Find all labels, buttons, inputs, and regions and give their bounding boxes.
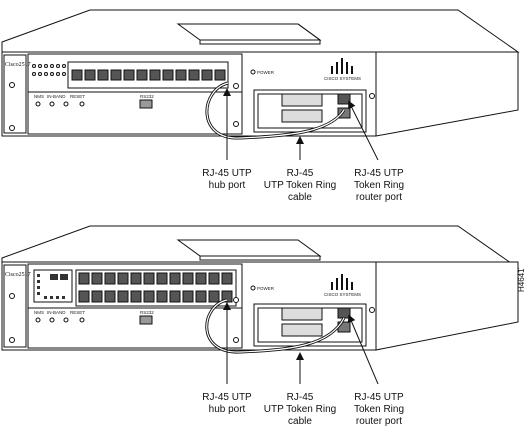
- callout-line: router port: [355, 192, 403, 203]
- cable-callout: RJ-45 UTP Token Ring cable: [258, 168, 342, 204]
- hub-port-callout: RJ-45 UTP hub port: [196, 392, 258, 416]
- rs232-label: RS232: [140, 94, 154, 99]
- callout-line: hub port: [208, 404, 246, 415]
- in-band-label: IN-BAND: [47, 94, 66, 99]
- led-grid: [37, 274, 68, 299]
- hub-ports: [71, 69, 226, 81]
- figure-id: H4641: [517, 268, 526, 292]
- callout-line: RJ-45 UTP: [354, 392, 404, 403]
- unit-top-labels: Cisco2517 NMS IN-BAND RESET RS232 POWER …: [5, 62, 361, 99]
- power-label: POWER: [257, 70, 275, 75]
- hub-router-unit-top: [1, 9, 520, 140]
- callout-line: Token Ring: [353, 404, 405, 415]
- hub-router-unit-bottom: [1, 225, 520, 354]
- router-port-callout: RJ-45 UTP Token Ring router port: [346, 168, 412, 204]
- chassis-side-face: [375, 51, 519, 137]
- hub-ports: [78, 272, 233, 303]
- unit-bottom-labels: Cisco2517 NMS IN-BAND RESET RS232 POWER …: [5, 272, 361, 315]
- manual-sheet: [176, 23, 322, 41]
- reset-label: RESET: [70, 310, 85, 315]
- callout-arrows-bottom: [223, 302, 379, 385]
- router-token-ring-port: [337, 307, 351, 319]
- router-token-ring-port: [337, 93, 351, 105]
- callout-line: RJ-45: [286, 392, 314, 403]
- router-port-callout: RJ-45 UTP Token Ring router port: [346, 392, 412, 428]
- chassis-side-face: [375, 261, 519, 351]
- callout-arrows-top: [223, 88, 379, 161]
- reset-label: RESET: [70, 94, 85, 99]
- nms-label: NMS: [34, 94, 44, 99]
- logo-text: CISCO SYSTEMS: [324, 292, 361, 297]
- callout-line: Token Ring: [353, 180, 405, 191]
- callout-line: UTP Token Ring: [263, 180, 337, 191]
- callout-line: RJ-45: [286, 168, 314, 179]
- callout-line: UTP Token Ring: [263, 404, 337, 415]
- callout-line: RJ-45 UTP: [354, 168, 404, 179]
- nms-label: NMS: [34, 310, 44, 315]
- power-label: POWER: [257, 286, 275, 291]
- unit-brand-label: Cisco2517: [5, 62, 31, 68]
- callout-line: RJ-45 UTP: [202, 168, 252, 179]
- callout-line: RJ-45 UTP: [202, 392, 252, 403]
- router-port-arrow: [348, 100, 379, 161]
- cisco-logo: [331, 58, 353, 74]
- manual-sheet: [176, 239, 322, 257]
- in-band-label: IN-BAND: [47, 310, 66, 315]
- callout-line: hub port: [208, 180, 246, 191]
- cisco-logo: [331, 274, 353, 290]
- router-port-arrow: [347, 314, 379, 385]
- callout-line: cable: [288, 416, 312, 427]
- hub-port-callout: RJ-45 UTP hub port: [196, 168, 258, 192]
- callout-line: router port: [355, 416, 403, 427]
- callout-line: cable: [288, 192, 312, 203]
- logo-text: CISCO SYSTEMS: [324, 76, 361, 81]
- rs232-label: RS232: [140, 310, 154, 315]
- unit-brand-label: Cisco2517: [5, 272, 31, 278]
- cable-callout: RJ-45 UTP Token Ring cable: [258, 392, 342, 428]
- led-grid: [32, 64, 66, 76]
